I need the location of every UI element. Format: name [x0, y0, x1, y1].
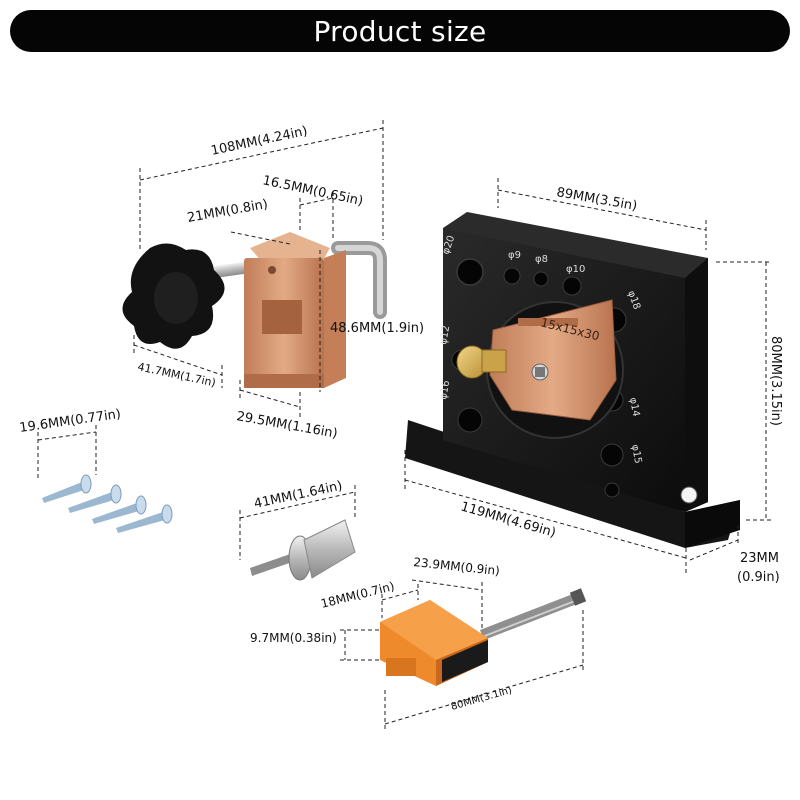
drill-bit	[250, 519, 356, 581]
dim-bit-length: 41MM(1.64in)	[253, 479, 344, 512]
dim-clamp-slot: 16.5MM(0.65in)	[261, 173, 364, 209]
dim-hex-overall: 80MM(3.1in)	[450, 685, 513, 713]
screw-4	[116, 504, 173, 533]
dim-line-hex-handle	[381, 589, 419, 601]
dim-clamp-knob: 41.7MM(1.7in)	[136, 360, 217, 389]
title-banner: Product size	[10, 10, 790, 52]
hole-label-16: φ16	[438, 380, 452, 401]
dim-line-screw	[37, 431, 97, 441]
dim-clamp-height: 48.6MM(1.9in)	[330, 321, 424, 336]
screw-2	[68, 484, 122, 513]
dim-jig-length: 119MM(4.69in)	[459, 499, 558, 540]
dim-hex-handle: 18MM(0.7in)	[319, 579, 396, 611]
clamp-assembly	[122, 232, 387, 388]
screws	[42, 474, 173, 533]
jig-guide: 15x15x30 φ20 φ9 φ8 φ10 φ18 φ12 φ16 φ14 φ…	[405, 212, 740, 548]
dim-clamp-base: 29.5MM(1.16in)	[235, 409, 338, 442]
dim-line-bit	[239, 491, 356, 519]
dim-hex-head: 23.9MM(0.9in)	[413, 555, 501, 578]
dimension-lines	[37, 120, 772, 732]
dim-line-clamp-slot	[299, 197, 334, 206]
hole-label-10: φ10	[566, 264, 585, 275]
dim-screw-length: 19.6MM(0.77in)	[18, 407, 121, 436]
dim-clamp-overall: 108MM(4.24in)	[210, 124, 309, 159]
dim-line-clamp-width	[230, 231, 291, 245]
screw-3	[92, 495, 147, 524]
screw-1	[42, 474, 92, 503]
dim-line-clamp-knob	[133, 344, 223, 376]
hole-label-14: φ14	[627, 397, 641, 418]
hex-key	[380, 588, 587, 686]
hole-label-9: φ9	[508, 250, 521, 261]
dim-jig-width: 89MM(3.5in)	[555, 185, 638, 214]
hole-label-8: φ8	[535, 254, 548, 265]
dim-clamp-width: 21MM(0.8in)	[186, 197, 269, 226]
dim-line-clamp-base	[239, 389, 301, 408]
dim-line-hex-head	[411, 579, 483, 591]
dim-line-jig-depth	[689, 539, 739, 561]
dim-hex-thickness: 9.7MM(0.38in)	[250, 631, 337, 645]
hole-label-15: φ15	[629, 444, 643, 465]
dim-jig-depth-inch: (0.9in)	[737, 570, 780, 585]
dim-jig-depth-value: 23MM	[740, 551, 779, 566]
hole-label-12: φ12	[438, 325, 452, 346]
dim-line-jig-width	[497, 189, 707, 231]
page-title: Product size	[313, 14, 487, 48]
dim-jig-height: 80MM(3.15in)	[768, 336, 783, 426]
